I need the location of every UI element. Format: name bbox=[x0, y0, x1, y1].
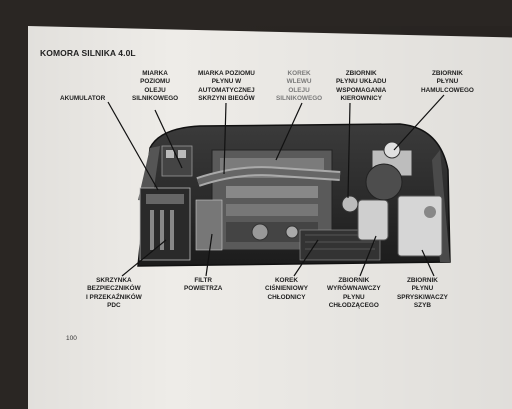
leader-lines bbox=[107, 94, 445, 277]
label-miarka-plynu-skrzyni: MIARKA POZIOMU PŁYNU W AUTOMATYCZNEJ SKR… bbox=[198, 70, 255, 102]
page-title: KOMORA SILNIKA 4.0L bbox=[40, 48, 136, 58]
label-zbiornik-wspomagania: ZBIORNIK PŁYNU UKŁADU WSPOMAGANIA KIEROW… bbox=[336, 70, 387, 102]
label-zbiornik-hamulcowego: ZBIORNIK PŁYNU HAMULCOWEGO bbox=[421, 70, 474, 94]
label-zbiornik-spryskiwaczy: ZBIORNIK PŁYNU SPRYSKIWACZY SZYB bbox=[397, 277, 448, 309]
page-number: 100 bbox=[66, 335, 77, 342]
brake-reservoir-shape bbox=[365, 141, 413, 201]
label-akumulator: AKUMULATOR bbox=[60, 95, 106, 102]
label-korek-chlodnicy: KOREK CIŚNIENIOWY CHŁODNICY bbox=[265, 277, 308, 301]
label-korek-wlewu-oleju: KOREK WLEWU OLEJU SILNIKOWEGO bbox=[276, 70, 323, 102]
label-zbiornik-plynu-chlodzacego: ZBIORNIK WYRÓWNAWCZY PŁYNU CHŁODZĄCEGO bbox=[327, 277, 381, 309]
label-miarka-oleju: MIARKA POZIOMU OLEJU SILNIKOWEGO bbox=[132, 70, 179, 102]
label-filtr-powietrza: FILTR POWIETRZA bbox=[184, 277, 223, 293]
battery-shape bbox=[139, 187, 191, 261]
label-skrzynka-bezpiecznikow: SKRZYNKA BEZPIECZNIKÓW I PRZEKAŹNIKÓW PD… bbox=[86, 277, 142, 309]
